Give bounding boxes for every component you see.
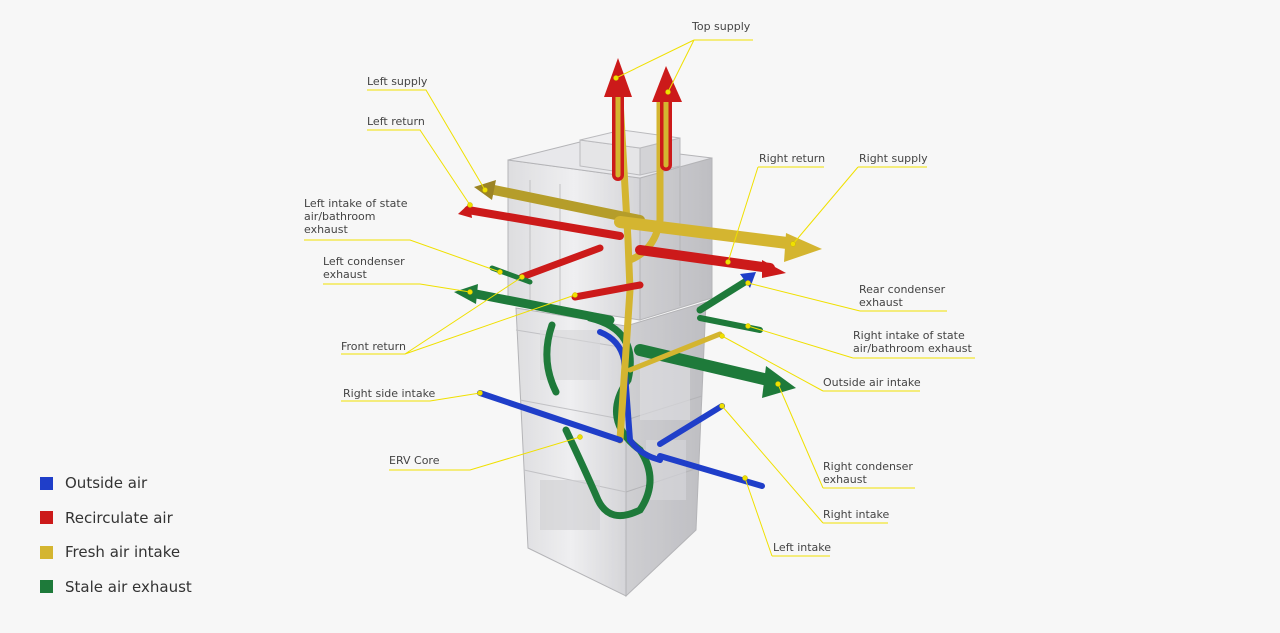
label-rear-condenser-line1: Rear condenser — [859, 283, 946, 296]
unit-housing — [507, 129, 713, 598]
legend-swatch-stale-air-exhaust — [40, 580, 53, 594]
legend-label-stale-air-exhaust: Stale air exhaust — [65, 577, 192, 596]
outside-air-internal — [597, 329, 663, 463]
legend-item-fresh-air-intake: Fresh air intake — [40, 535, 192, 570]
label-top-supply: Top supply — [692, 20, 751, 33]
legend-swatch-outside-air — [40, 476, 53, 490]
right-side-intake-arrow — [477, 390, 623, 443]
leader-lines — [304, 39, 975, 557]
legend-item-stale-air-exhaust: Stale air exhaust — [40, 570, 192, 605]
label-right-intake: Right intake — [823, 508, 890, 521]
label-rear-condenser: Rear condenser exhaust — [859, 283, 945, 309]
right-supply-arrow — [614, 216, 801, 250]
label-left-intake-stale: Left intake of state air/bathroom exhaus… — [304, 197, 407, 236]
right-intake-arrow — [657, 403, 725, 447]
label-right-intake-stale-line1: Right intake of state — [853, 329, 965, 342]
legend-label-recirculate-air: Recirculate air — [65, 508, 173, 527]
leader-dots — [467, 75, 796, 481]
legend: Outside air Recirculate air Fresh air in… — [40, 466, 192, 604]
label-erv-core: ERV Core — [389, 454, 440, 467]
label-rear-condenser-line2: exhaust — [859, 296, 903, 309]
label-left-supply: Left supply — [367, 75, 428, 88]
left-intake-arrow — [657, 453, 765, 489]
left-return-arrow — [464, 206, 624, 240]
label-left-intake-stale-line1: Left intake of state — [304, 197, 408, 210]
legend-label-fresh-air-intake: Fresh air intake — [65, 543, 181, 562]
outside-air-intake-arrow — [627, 331, 723, 373]
left-supply-arrow — [489, 185, 645, 225]
legend-item-outside-air: Outside air — [40, 466, 192, 501]
label-left-intake-stale-line3: exhaust — [304, 223, 348, 236]
label-right-side-intake: Right side intake — [343, 387, 436, 400]
label-right-intake-stale: Right intake of state air/bathroom exhau… — [853, 329, 972, 355]
label-left-condenser: Left condenser exhaust — [323, 255, 405, 281]
right-return-arrow — [635, 245, 775, 273]
label-right-return: Right return — [759, 152, 826, 165]
label-left-condenser-line2: exhaust — [323, 268, 367, 281]
label-right-supply: Right supply — [859, 152, 928, 165]
label-right-condenser-line2: exhaust — [823, 473, 867, 486]
legend-swatch-fresh-air-intake — [40, 545, 53, 559]
stale-air-internal-loop — [543, 314, 654, 520]
legend-item-recirculate-air: Recirculate air — [40, 501, 192, 536]
label-left-intake: Left intake — [773, 541, 832, 554]
right-intake-stale-arrow — [697, 315, 763, 333]
airflow-paths — [454, 58, 822, 520]
legend-label-outside-air: Outside air — [65, 474, 148, 493]
label-front-return: Front return — [341, 340, 406, 353]
label-right-condenser: Right condenser exhaust — [823, 460, 913, 486]
left-condenser-exhaust-arrow — [471, 289, 615, 325]
front-return-arrow — [518, 244, 604, 281]
label-left-intake-stale-line2: air/bathroom — [304, 210, 376, 223]
legend-swatch-recirculate-air — [40, 511, 53, 525]
label-left-condenser-line1: Left condenser — [323, 255, 405, 268]
label-right-intake-stale-line2: air/bathroom exhaust — [853, 342, 972, 355]
label-right-condenser-line1: Right condenser — [823, 460, 913, 473]
label-outside-air-intake: Outside air intake — [823, 376, 921, 389]
label-left-return: Left return — [367, 115, 425, 128]
rear-condenser-exhaust-arrow — [696, 276, 752, 314]
